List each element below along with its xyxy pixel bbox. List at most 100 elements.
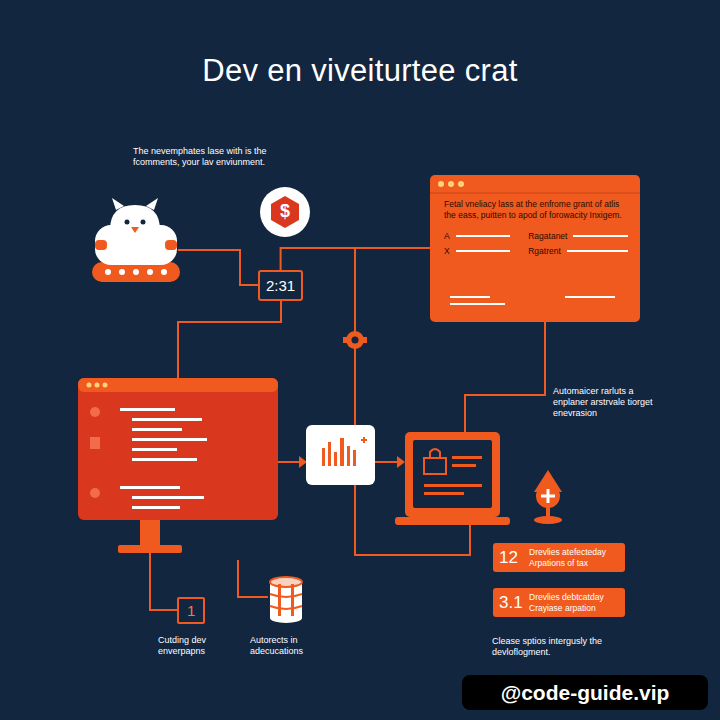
settings-window-part [430,193,640,194]
chart-icon-part [334,452,337,466]
row-rule [456,235,511,237]
step-text: Drevlies debtcatday Crayiase arpation [529,592,619,613]
chart-icon-part [361,437,367,443]
box-text: 1 [187,602,195,619]
code-monitor-part [132,496,204,499]
database-icon-part [270,594,302,609]
penguin-icon-part [125,220,130,225]
penguin-icon-part [95,225,177,265]
row-item: A [444,231,510,241]
laptop-icon-part [424,492,464,495]
target-icon [534,470,562,524]
laptop-icon-part [452,464,476,467]
caption-text: Autorects in adecucations [250,635,336,657]
step-number: 3.1 [499,593,523,613]
penguin-icon-part [95,240,107,250]
target-icon-part [536,484,560,508]
code-monitor-part [95,383,100,388]
row-rule [456,250,511,252]
wire-part [375,461,397,463]
settings-window-part [438,181,444,187]
laptop-icon-part [405,432,500,517]
wire-part [178,250,258,285]
chart-icon-part [322,448,325,466]
wire-part [178,300,281,378]
laptop-icon-part [452,456,482,459]
code-monitor-part [78,378,278,520]
arrowhead-part [397,456,405,468]
arrowhead-part [299,456,307,468]
settings-window-part [430,175,640,322]
wire-part [150,553,177,610]
dollar-badge-part [271,196,299,228]
time-box: 2:31 [258,270,303,301]
box-text: 2:31 [266,277,295,294]
step-text: Drevlies atefecteday Arpations of tax [529,547,619,568]
step-number: 12 [499,548,523,568]
app-window: Fetal vneliacy lass at the enfrome grant… [430,175,640,322]
code-monitor-part [132,418,202,421]
caption-text: Clease sptios intergusly the devloflogme… [492,636,652,658]
penguin-icon-part [119,269,125,275]
database-icon [270,577,302,623]
laptop-icon-part [424,484,482,487]
code-monitor-part [132,438,207,441]
database-icon-part [291,584,294,616]
junction-dot-part [346,331,364,349]
target-icon-part [546,507,550,519]
penguin-icon-part [131,227,139,233]
watermark: @code-guide.vip [462,675,708,710]
code-monitor-part [132,448,177,451]
settings-window-part [448,181,454,187]
junction-dot [343,331,367,349]
settings-window [430,175,640,322]
code-monitor-part [120,486,180,489]
wire-part [465,322,545,432]
penguin-icon-part [133,269,139,275]
laptop-icon-part [413,440,492,508]
junction-dot-part [352,337,359,344]
laptop-icon-part [430,449,440,458]
chart-icon-part [328,442,331,466]
settings-window-part [450,303,505,305]
row-label: Ragatanet [528,231,567,241]
chart-icon-part [340,438,344,466]
penguin-icon-part [105,269,111,275]
code-monitor-part [90,407,100,417]
code-monitor-part [87,383,92,388]
code-monitor-part [132,506,180,509]
note-text: The nevemphates lase with is the fcommen… [133,146,268,168]
database-icon-part [270,613,302,623]
code-monitor-part [90,437,100,449]
caption-text: Cutding dev enverpapns [158,635,240,657]
penguin-icon-part [141,220,146,225]
chart-icon-part [353,450,356,466]
junction-dot-part [363,337,367,343]
code-monitor-part [140,520,160,546]
row-rule [573,235,628,237]
row-rule [567,250,628,252]
chart-icon-part [306,425,375,485]
penguin-icon-part [147,269,153,275]
code-monitor-part [132,458,197,461]
settings-window-part [458,181,464,187]
row-grid: AXRagatanetRgatrent [444,231,628,256]
laptop-icon-part [395,517,510,525]
penguin-icon-part [165,240,177,250]
target-icon-part [541,489,555,503]
penguin-icon-part [112,198,124,210]
database-icon-part [270,577,302,587]
wire-part [238,560,268,597]
dollar-badge-part [260,187,310,237]
dollar-badge [260,187,310,237]
row-label: Rgatrent [528,246,561,256]
code-monitor-part [103,383,108,388]
code-monitor-part [120,408,175,411]
penguin-icon-part [146,198,158,210]
row-item: Rgatrent [528,246,628,256]
code-monitor [78,378,278,553]
laptop-icon [395,432,510,525]
chart-icon [306,425,375,485]
settings-window-part [450,296,490,298]
